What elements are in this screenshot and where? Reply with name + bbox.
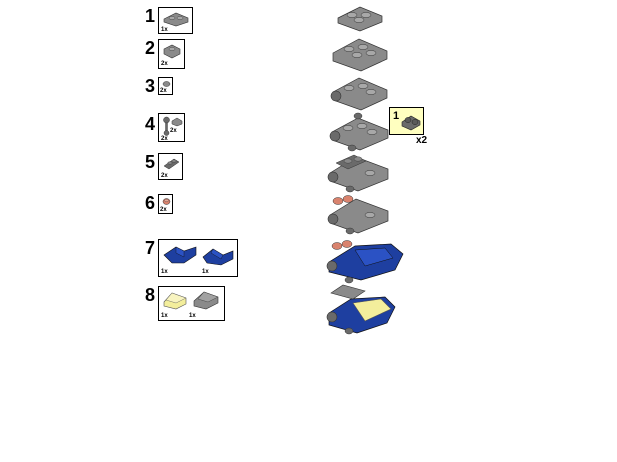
yellow-slope-icon — [163, 292, 187, 310]
parts-list-box: 2x 2x — [158, 113, 185, 142]
parts-list-box: 1x 1x — [158, 239, 238, 277]
blue-mudguard-icon — [163, 246, 197, 264]
assembly-step-3-model — [330, 77, 388, 111]
part-quantity: 2x — [161, 61, 168, 67]
part-quantity: 1x — [189, 313, 196, 319]
blue-mudguard-icon — [202, 248, 234, 266]
part-quantity: 1x — [161, 269, 168, 275]
assembly-step-4-model — [329, 112, 389, 152]
parts-list-box: 2x — [158, 153, 183, 180]
step-number: 8 — [145, 285, 156, 305]
part-quantity: 2x — [170, 128, 177, 134]
gray-plate-modified-icon — [163, 44, 181, 59]
gray-round-plate-icon — [162, 81, 171, 87]
assembly-step-8-model — [326, 284, 396, 335]
assembly-step-6-model — [327, 195, 389, 235]
parts-list-box: 2x — [158, 77, 173, 95]
parts-list-box: 1x — [158, 7, 193, 34]
gray-plate-1x2-icon — [163, 158, 180, 170]
step-number: 3 — [145, 76, 156, 96]
part-quantity: 2x — [160, 88, 167, 94]
subassembly-clip-icon — [401, 115, 421, 131]
step-number: 7 — [145, 238, 156, 258]
step-number: 6 — [145, 193, 156, 213]
subassembly-callout: 1 — [389, 107, 424, 135]
assembly-step-2-model — [332, 38, 388, 72]
assembly-step-7-model — [326, 240, 404, 284]
part-quantity: 2x — [161, 173, 168, 179]
assembly-step-1-model — [337, 6, 383, 32]
step-number: 5 — [145, 152, 156, 172]
gray-plate-2x2-round-icon — [163, 12, 189, 27]
gray-plate-clip-icon — [163, 116, 170, 136]
parts-list-box: 1x 1x — [158, 286, 225, 321]
salmon-round-tile-icon — [162, 198, 171, 205]
subassembly-multiplier: x2 — [416, 135, 428, 146]
part-quantity: 2x — [160, 207, 167, 213]
parts-list-box: 2x — [158, 194, 173, 214]
part-quantity: 2x — [161, 136, 168, 142]
part-quantity: 1x — [161, 313, 168, 319]
step-number: 4 — [145, 114, 156, 134]
step-number: 1 — [145, 6, 156, 26]
parts-list-box: 2x — [158, 39, 185, 69]
gray-wheel-holder-icon — [171, 117, 183, 127]
assembly-step-5-model — [327, 154, 389, 193]
part-quantity: 1x — [202, 269, 209, 275]
gray-slope-icon — [193, 291, 219, 310]
subassembly-number: 1 — [393, 110, 400, 122]
step-number: 2 — [145, 38, 156, 58]
part-quantity: 1x — [161, 27, 168, 33]
